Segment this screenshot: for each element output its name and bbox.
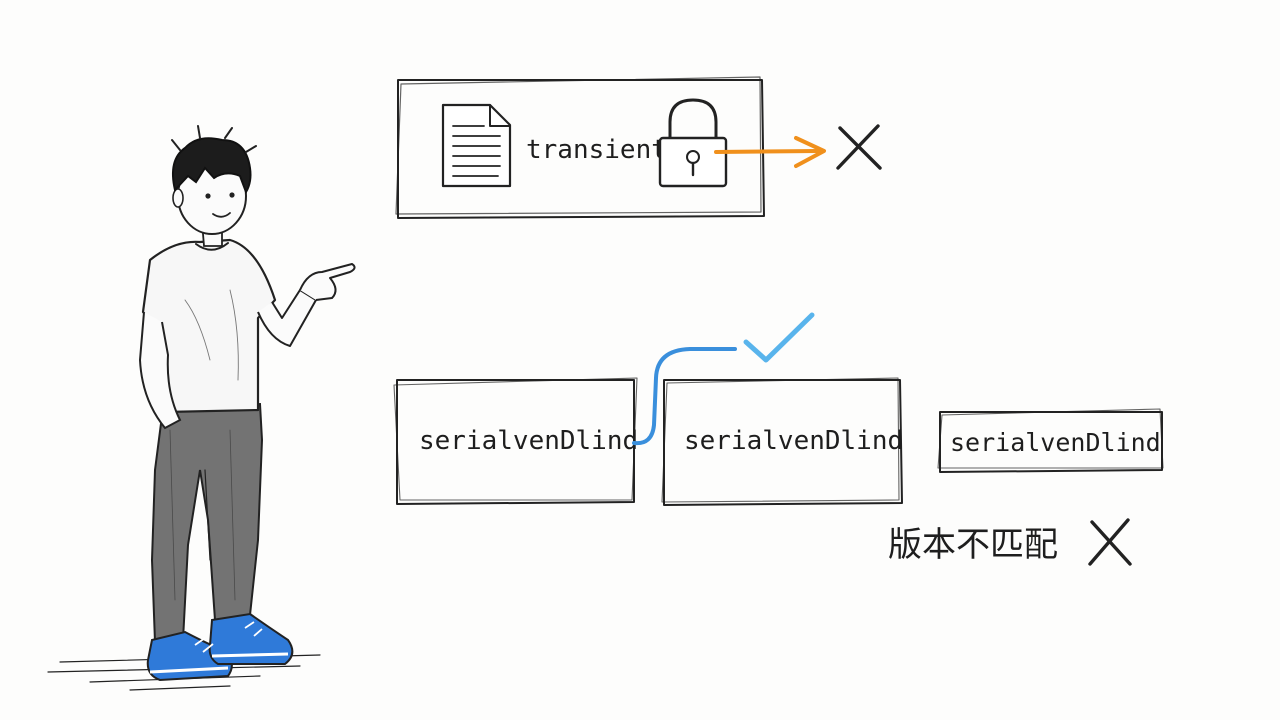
box-1-label: serialvenDlind	[419, 426, 638, 456]
smile	[212, 212, 231, 218]
version-mismatch-label: 版本不匹配	[888, 525, 1058, 565]
transient-panel: transient	[395, 76, 882, 219]
eye-right	[229, 192, 235, 198]
box-3-label: serialvenDlind	[950, 428, 1161, 457]
padlock-icon	[658, 98, 728, 188]
left-arm	[138, 311, 182, 430]
cross-icon	[836, 124, 882, 170]
pants	[150, 402, 264, 644]
pointing-arm	[257, 263, 356, 347]
t-shirt	[141, 238, 277, 414]
check-icon	[743, 312, 815, 363]
transient-label: transient	[526, 135, 667, 165]
version-boxes: serialvenDlind serialvenDlind serialvenD…	[393, 312, 1164, 566]
eye-left	[205, 193, 211, 199]
serial-box-1: serialvenDlind	[393, 377, 638, 505]
orange-arrow	[714, 136, 826, 168]
box-2-label: serialvenDlind	[684, 426, 903, 456]
blue-connector	[632, 347, 737, 446]
person-figure	[47, 125, 356, 691]
document-icon	[441, 103, 512, 188]
serial-box-3: serialvenDlind	[937, 408, 1164, 473]
serial-box-2: serialvenDlind	[661, 377, 903, 506]
mismatch-cross-icon	[1088, 518, 1132, 566]
right-shoe	[208, 612, 294, 665]
shoes	[146, 612, 294, 682]
head	[171, 125, 257, 235]
